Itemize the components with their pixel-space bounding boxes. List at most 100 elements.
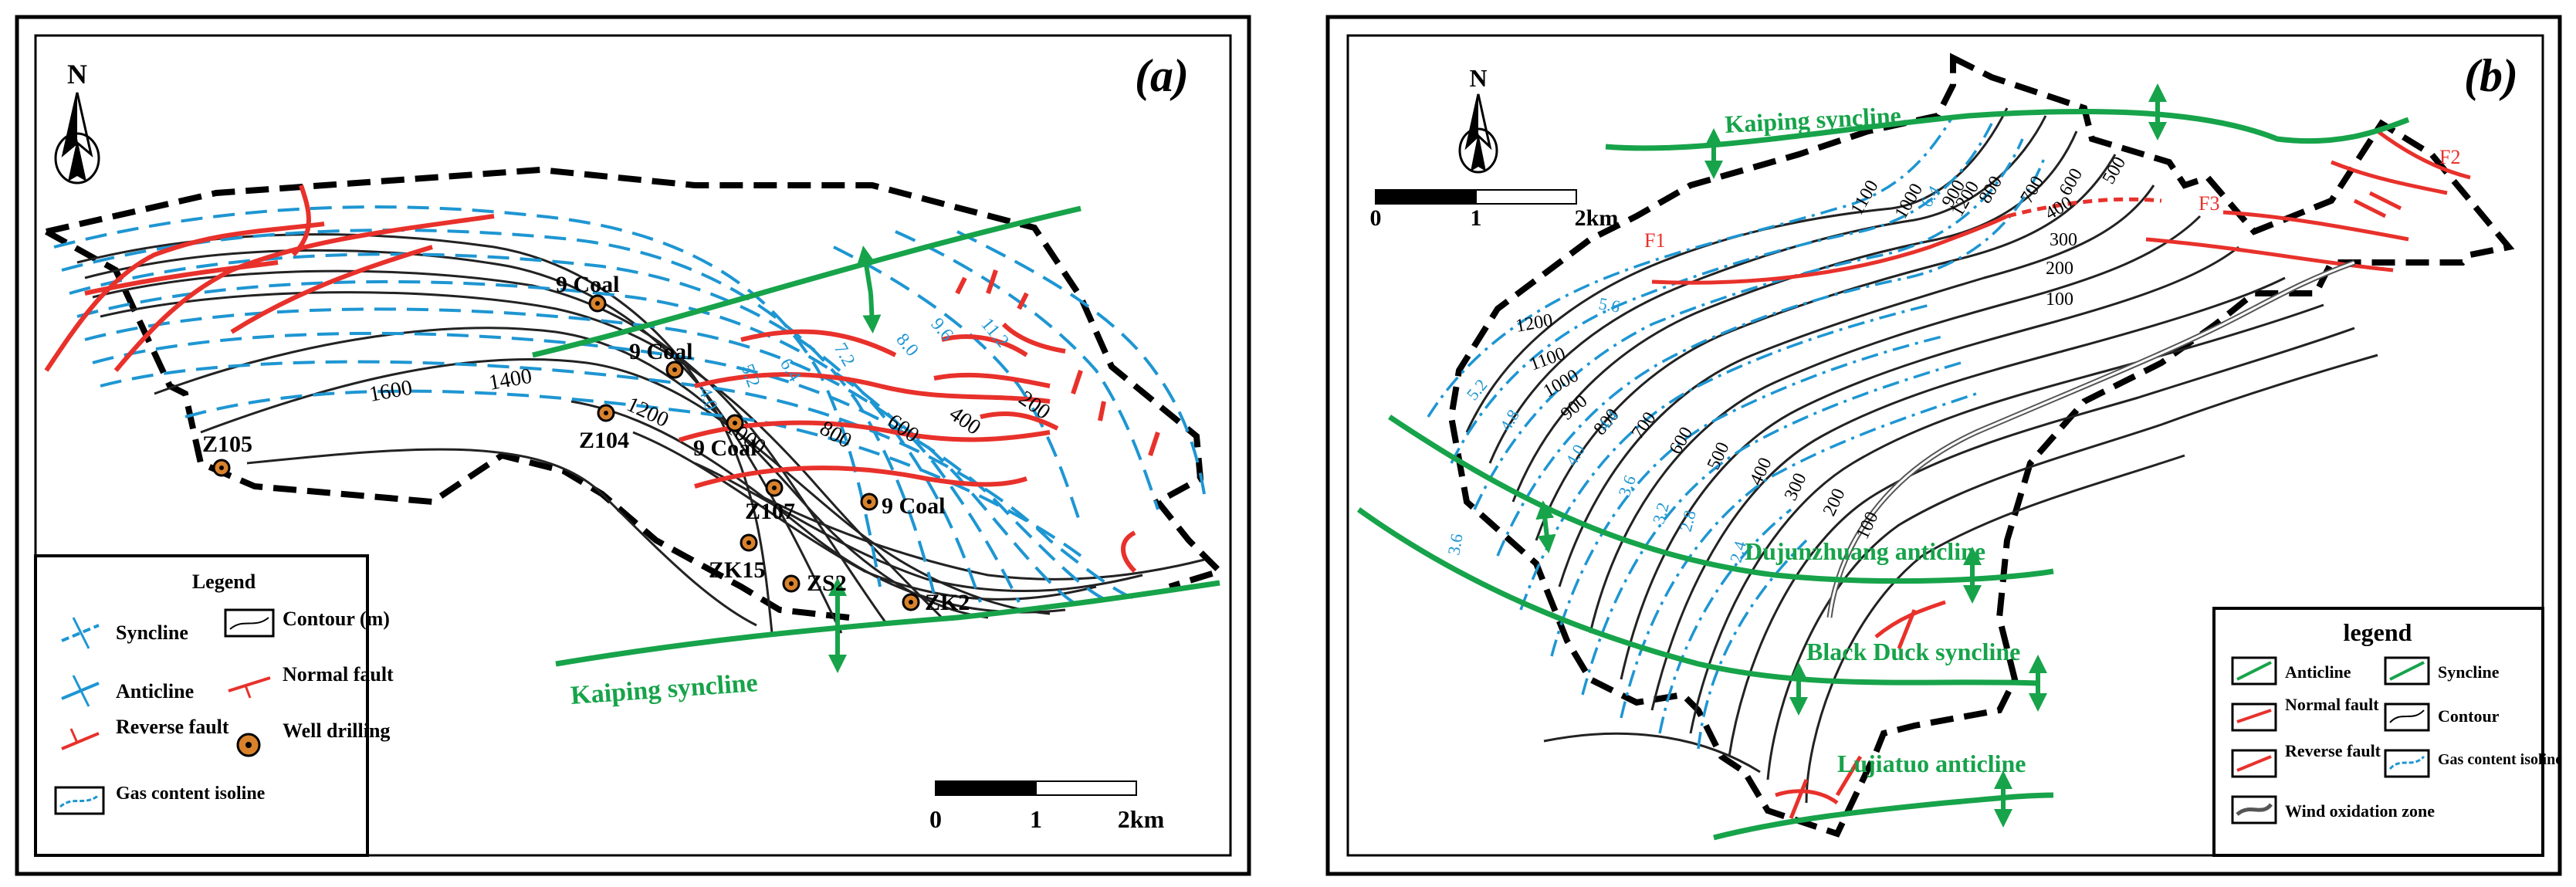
legend-label: Syncline xyxy=(2438,662,2500,682)
well-label: Z107 xyxy=(745,499,795,524)
fault-f1 xyxy=(1651,214,2009,285)
contour-label: 1400 xyxy=(487,364,534,395)
panel-a-tag: (a) xyxy=(1135,50,1189,101)
gas-label: 3.2 xyxy=(1649,500,1673,526)
fault-label: F3 xyxy=(2199,192,2219,215)
gas-label: 5.2 xyxy=(1463,375,1491,404)
contour-label: 400 xyxy=(945,401,985,439)
legend-syncline: Syncline xyxy=(61,617,188,649)
legend-b-contour: Contour xyxy=(2384,702,2500,732)
north-label: N xyxy=(1469,64,1487,92)
panel-b-tag: (b) xyxy=(2464,50,2518,101)
well-z105: Z105 xyxy=(202,432,252,477)
compass-needle-icon xyxy=(68,139,86,181)
contour-label: 100 xyxy=(2046,289,2073,310)
panel-b-faults xyxy=(1651,129,2471,819)
contour-label: 500 xyxy=(2099,154,2131,188)
panel-a-legend: Legend Syncline Anticline Reverse fault xyxy=(34,554,394,857)
panel-a-north-arrow: N xyxy=(54,59,100,185)
legend-label: Normal fault xyxy=(2285,695,2379,714)
legend-label: Well drilling xyxy=(283,719,390,742)
legend-b-anticline: Anticline xyxy=(2231,656,2351,686)
legend-b-normal-fault: Normal fault xyxy=(2231,695,2379,732)
legend-label: Anticline xyxy=(2285,662,2351,682)
fold-label: Black Duck syncline xyxy=(1806,638,2020,665)
coal-label: 9 Coal xyxy=(629,339,693,364)
well-z107: Z107 xyxy=(745,479,795,524)
panel-a-kaiping-label: Kaiping syncline xyxy=(570,669,759,710)
gas-label: 8.0 xyxy=(892,330,922,361)
legend-reverse-fault: Reverse fault xyxy=(61,716,229,750)
scale-tick: 0 xyxy=(1370,205,1382,231)
legend-label: Syncline xyxy=(116,621,188,644)
panel-a-wells: Z105 Z104 Z107 ZK15 ZS2 ZK2 xyxy=(202,272,970,615)
contour-label: 500 xyxy=(1704,439,1734,473)
contour-label: 400 xyxy=(1746,455,1776,489)
panel-a-kaiping-syncline: Kaiping syncline xyxy=(532,205,1220,710)
well-9coal-4: 9 Coal xyxy=(860,493,946,519)
well-label: Z105 xyxy=(202,432,252,457)
fault-label: F1 xyxy=(1644,229,1665,252)
fault-label: F2 xyxy=(2439,146,2460,168)
well-9coal-1: 9 Coal xyxy=(556,272,620,313)
legend-gas-isoline: Gas content isoline xyxy=(54,784,266,815)
legend-b-wind-zone: Wind oxidation zone xyxy=(2231,795,2435,824)
well-zk15: ZK15 xyxy=(709,533,765,583)
gas-label: 5.6 xyxy=(1597,293,1621,316)
compass-needle-icon xyxy=(1471,133,1486,171)
well-zk2: ZK2 xyxy=(902,590,970,615)
compass-ring-icon xyxy=(1458,127,1498,174)
scale-tick: 1 xyxy=(1030,805,1042,833)
legend-label-reverse: Reverse fault xyxy=(116,716,229,738)
panel-a-outer-frame xyxy=(15,15,1251,876)
legend-b-gas: Gas content isoline xyxy=(2384,749,2562,778)
scale-tick: 0 xyxy=(929,805,942,833)
panel-a-inner-frame xyxy=(34,34,1232,857)
legend-label: Normal fault xyxy=(283,663,394,686)
well-label: ZS2 xyxy=(807,570,847,596)
panel-b-elevation-contours xyxy=(1465,107,2378,804)
legend-contour: Contour (m) xyxy=(224,608,390,638)
fold-label: Kaiping syncline xyxy=(1724,101,1901,138)
gas-label: 4.0 xyxy=(1562,441,1589,469)
legend-label: Wind oxidation zone xyxy=(2285,801,2435,821)
fold-label: Dujunzhuang anticline xyxy=(1745,537,1985,565)
panel-a-elevation-contours xyxy=(76,233,1205,634)
compass-ring-icon xyxy=(54,132,100,185)
panel-b-scale-bar: 0 1 2km xyxy=(1370,189,1618,231)
well-9coal-2: 9 Coal xyxy=(629,339,693,379)
coal-label: 9 Coal xyxy=(882,493,946,519)
coal-label: 9 Coal xyxy=(556,272,620,297)
panel-b-inner-frame xyxy=(1346,34,2544,857)
panel-b-gas-labels: 2.4 3.2 3.6 4.0 4.4 4.8 5.2 5.6 6.4 2.8 … xyxy=(1444,182,1944,564)
scale-tick: 2km xyxy=(1118,805,1165,833)
well-label: ZK2 xyxy=(925,590,970,615)
contour-label: 1100 xyxy=(1847,177,1883,218)
well-z104: Z104 xyxy=(579,404,629,453)
contour-label: 1100 xyxy=(1527,344,1568,375)
well-zs2: ZS2 xyxy=(782,570,847,596)
fold-label: Lujiatuo anticline xyxy=(1837,750,2026,777)
coal-label: 9 Coal xyxy=(693,435,757,461)
legend-normal-fault: Normal fault xyxy=(228,663,394,699)
panel-b-fold-labels: Kaiping syncline Dujunzhuang anticline B… xyxy=(1724,101,2026,777)
panel-b-folds xyxy=(1356,108,2410,841)
panel-a: (a) N xyxy=(15,15,1251,876)
contour-label: 1600 xyxy=(367,376,415,407)
legend-well: Well drilling xyxy=(236,719,390,757)
north-arrow-shade-icon xyxy=(63,93,77,154)
panel-a-gas-isolines xyxy=(53,205,1206,604)
gas-label: 5.2 xyxy=(736,361,763,390)
legend-anticline: Anticline xyxy=(61,675,194,707)
contour-label: 200 xyxy=(2046,259,2073,279)
legend-label: Gas content isoline xyxy=(2438,751,2562,768)
gas-label: 3.6 xyxy=(1614,472,1640,499)
panel-b-gas-isolines xyxy=(1427,115,2047,750)
contour-label: 800 xyxy=(1975,173,2007,207)
north-label: N xyxy=(67,59,87,90)
scale-tick: 1 xyxy=(1471,205,1482,231)
contour-label: 600 xyxy=(2056,165,2087,199)
panel-b-fold-arrows xyxy=(1535,83,2167,828)
legend-label: Reverse fault xyxy=(2285,741,2381,760)
